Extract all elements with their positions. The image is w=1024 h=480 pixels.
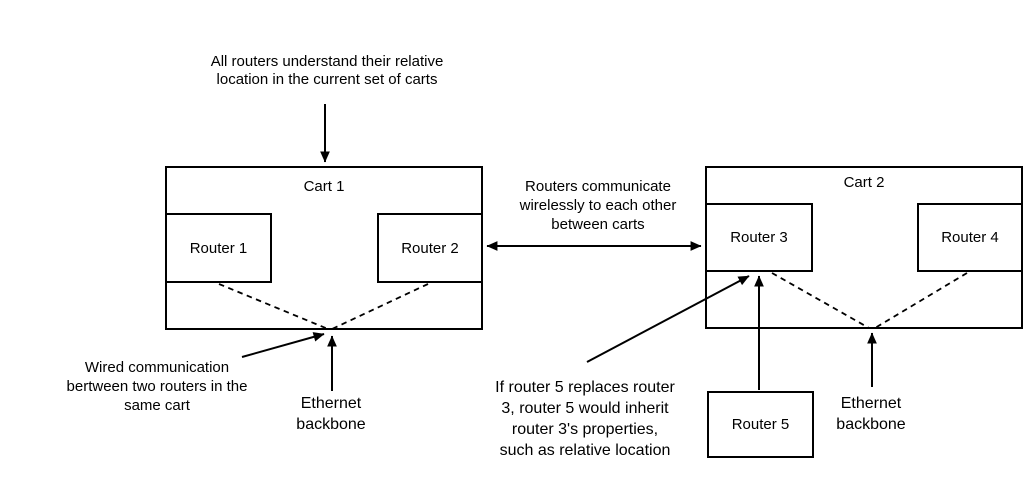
annotation-relative-location: All routers understand their relative lo… [210, 53, 444, 88]
router-5-label: Router 5 [731, 416, 790, 433]
router-1-box: Router 1 [165, 213, 272, 283]
annotation-wireless-between-carts: Routers communicate wirelessly to each o… [519, 178, 677, 233]
annotation-router5-replacement: If router 5 replaces router 3, router 5 … [495, 379, 675, 459]
label-ethernet-backbone-cart2: Ethernet backbone [836, 395, 906, 433]
router-5-box: Router 5 [707, 391, 814, 458]
arrow-wired-annotation [241, 332, 325, 358]
router-4-box: Router 4 [917, 203, 1023, 272]
annotation-wired-same-cart: Wired communication bertween two routers… [66, 359, 248, 414]
router-1-label: Router 1 [189, 239, 248, 257]
router-3-box: Router 3 [705, 203, 813, 272]
router-2-box: Router 2 [377, 213, 483, 283]
cart-1-label: Cart 1 [303, 178, 345, 195]
router-2-label: Router 2 [401, 239, 459, 257]
router-4-label: Router 4 [941, 229, 999, 246]
label-ethernet-backbone-cart1: Ethernet backbone [296, 395, 366, 433]
cart-2-label: Cart 2 [843, 174, 885, 191]
router-3-label: Router 3 [730, 229, 788, 246]
